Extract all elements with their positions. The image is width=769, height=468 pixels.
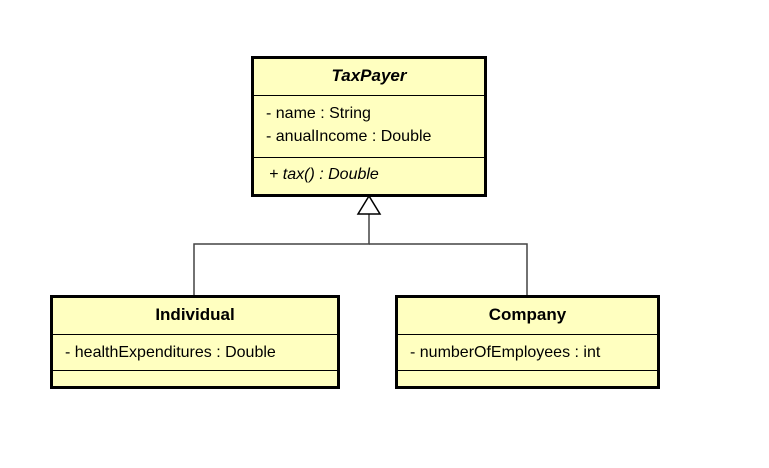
attribute: - healthExpenditures : Double	[65, 344, 276, 361]
attribute: - numberOfEmployees : int	[410, 344, 601, 361]
class-name: TaxPayer	[331, 66, 407, 85]
generalization-connector-individual	[193, 214, 370, 296]
generalization-arrowhead	[356, 194, 382, 215]
operations-compartment: + tax() : Double	[254, 157, 484, 197]
attribute: - name : String	[266, 105, 371, 122]
operation: + tax() : Double	[269, 166, 379, 183]
class-taxpayer[interactable]: TaxPayer - name : String - anualIncome :…	[251, 56, 487, 197]
class-company[interactable]: Company - numberOfEmployees : int	[395, 295, 660, 389]
attributes-compartment: - name : String - anualIncome : Double	[254, 95, 484, 157]
generalization-connector-company	[369, 243, 528, 296]
attribute: - anualIncome : Double	[266, 128, 432, 145]
operations-compartment	[53, 370, 337, 386]
class-individual[interactable]: Individual - healthExpenditures : Double	[50, 295, 340, 389]
class-name: Company	[488, 305, 567, 324]
attributes-compartment: - healthExpenditures : Double	[53, 334, 337, 370]
attributes-compartment: - numberOfEmployees : int	[398, 334, 657, 370]
class-name: Individual	[155, 305, 235, 324]
operations-compartment	[398, 370, 657, 386]
